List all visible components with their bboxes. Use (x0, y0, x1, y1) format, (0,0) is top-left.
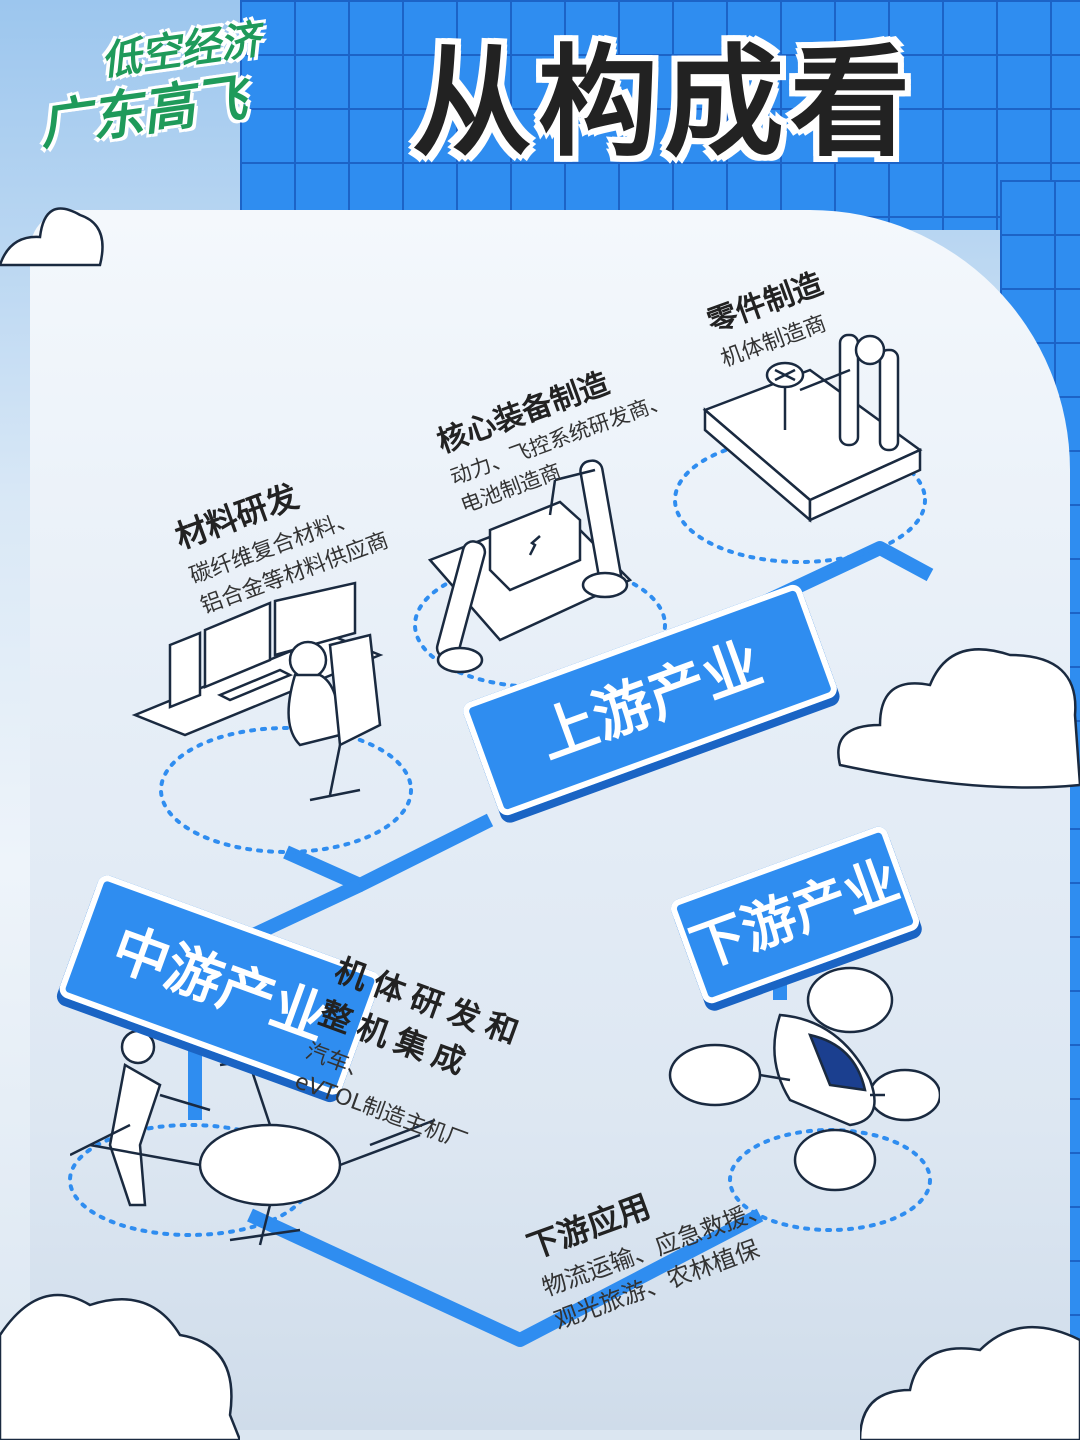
header-grid-panel (240, 0, 1080, 230)
connector-bottom (247, 1208, 764, 1347)
battery-robot-arm-icon (427, 459, 633, 674)
parts-machine-icon (702, 333, 923, 523)
platform-materials (159, 726, 413, 854)
evtol-aircraft-icon (668, 966, 940, 1192)
cloud-icon (0, 207, 104, 267)
quadcopter-drone-icon (70, 1029, 436, 1246)
page-title: 从构成看 (412, 34, 916, 173)
designer-workstation-icon (131, 581, 384, 802)
connector-materials (283, 813, 494, 892)
cloud-icon (837, 648, 1080, 789)
cloud-icon (0, 1293, 240, 1440)
cloud-icon (860, 1325, 1080, 1440)
